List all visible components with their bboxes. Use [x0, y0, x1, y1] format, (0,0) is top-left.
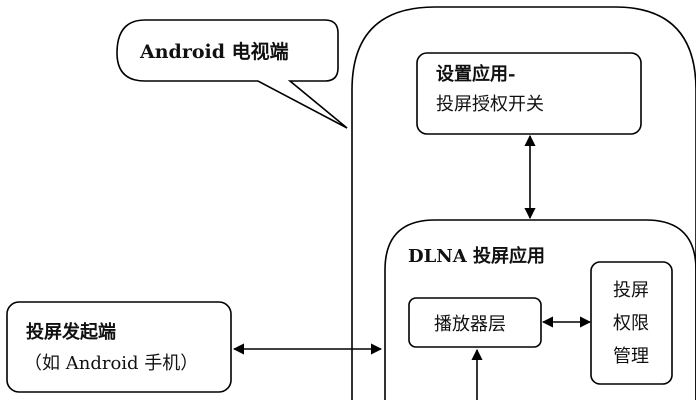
settings-app-title: 设置应用-	[436, 63, 515, 85]
player-layer-label: 播放器层	[434, 314, 506, 335]
initiator-title: 投屏发起端	[26, 321, 116, 343]
initiator-subtitle: （如 Android 手机）	[24, 353, 198, 374]
permission-mgmt-line2: 权限	[613, 313, 649, 334]
permission-mgmt-box	[590, 261, 673, 385]
permission-mgmt-line3: 管理	[613, 346, 649, 367]
callout-label: Android 电视端	[139, 40, 289, 63]
player-layer-box	[408, 297, 542, 348]
callout-bubble	[116, 19, 348, 129]
settings-app-subtitle: 投屏授权开关	[436, 94, 544, 115]
dlna-app-container	[384, 219, 696, 400]
initiator-box	[6, 301, 232, 393]
android-tv-container	[351, 6, 696, 400]
permission-mgmt-line1: 投屏	[613, 280, 649, 301]
settings-app-box	[416, 52, 642, 135]
dlna-app-label: DLNA 投屏应用	[408, 245, 545, 267]
